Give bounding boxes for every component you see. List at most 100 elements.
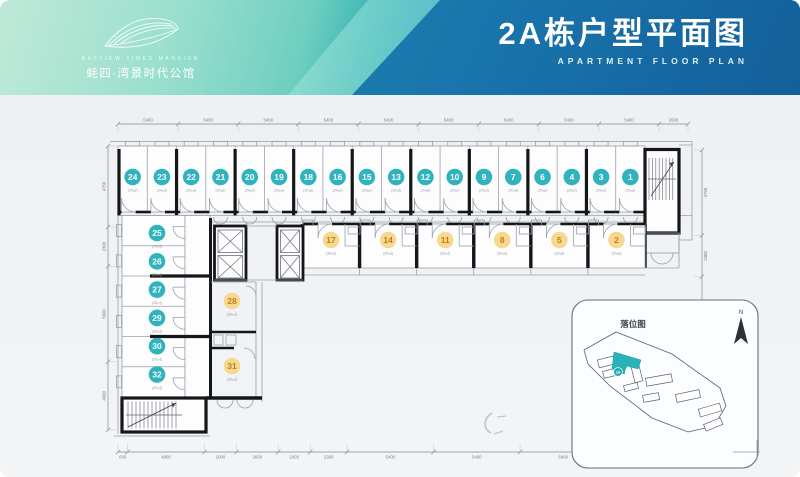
unit-marker: 24(20㎡) (124, 168, 141, 193)
unit-number: 31 (227, 361, 237, 371)
lobby-box (530, 219, 542, 226)
unit-number: 18 (304, 172, 314, 182)
balcony-scallop (213, 216, 228, 225)
unit-marker: 27(20㎡) (148, 281, 166, 305)
elevator-shaft (280, 229, 300, 253)
dim-label: 5400 (564, 118, 574, 123)
unit-marker: 20(20㎡) (241, 168, 259, 193)
unit-marker: 17(30㎡) (322, 231, 340, 256)
unit-circle (148, 366, 166, 383)
unit-circle (212, 168, 229, 186)
dim-label: 5400 (472, 455, 482, 460)
door-arc (589, 197, 605, 213)
door-arc (488, 223, 504, 239)
door-arc (245, 285, 257, 297)
unit-circle (148, 337, 166, 355)
unit-circle (241, 168, 259, 186)
logo-tagline: BAYVIEW TIMES MANSION (81, 56, 201, 62)
unit-circle (446, 168, 463, 186)
window-box (388, 141, 404, 147)
unit-number: 21 (216, 172, 226, 182)
door-arc (150, 197, 165, 213)
dim-label: 5400 (624, 118, 634, 123)
unit-marker: 12(20㎡) (417, 168, 434, 193)
unit-area: (30㎡) (227, 377, 237, 382)
unit-number: 6 (540, 172, 545, 182)
door-arc (472, 197, 487, 213)
door-arc (501, 197, 517, 213)
window-box (622, 141, 638, 147)
unit-number: 3 (599, 172, 604, 182)
unit-number: 30 (152, 341, 162, 351)
unit-circle (504, 168, 522, 186)
unit-marker: 31 (30㎡) (223, 357, 241, 382)
window-box (125, 141, 141, 147)
fixture (461, 226, 475, 235)
unit-marker: 5(30㎡) (551, 231, 568, 256)
unit-marker: 19(20㎡) (270, 168, 288, 193)
dim-label: 4750 (102, 181, 107, 191)
unit-number: 27 (152, 285, 162, 295)
dim-label: 2000 (216, 455, 226, 460)
door-arc (267, 197, 283, 213)
unit-circle (148, 309, 166, 327)
corner-marks (733, 440, 760, 459)
unit-number: 12 (421, 172, 431, 182)
window-box (447, 141, 463, 147)
unit-number: 1 (628, 172, 633, 182)
unit-circle (622, 168, 639, 186)
inset-title: 落位图 (620, 319, 646, 329)
highlighted-building-marker (613, 367, 623, 377)
dim-label: 4750 (703, 187, 708, 197)
window-box (505, 141, 521, 147)
unit-number: 2 (614, 235, 619, 245)
unit-area: (20㎡) (538, 188, 548, 193)
unit-circle (563, 168, 581, 186)
dim-label: 2600 (253, 455, 263, 460)
window-box (359, 141, 375, 147)
unit-area: (20㎡) (274, 188, 284, 193)
unit-markers: 24(20㎡)23(20㎡)22(20㎡)21(20㎡)20(20㎡)19(20… (124, 168, 639, 390)
window-box (116, 284, 122, 298)
unit-number: 16 (333, 172, 343, 182)
stair-arrow (650, 161, 675, 197)
page-subtitle: APARTMENT FLOOR PLAN (557, 55, 748, 66)
unit-circle (300, 168, 317, 186)
elevator-x (217, 255, 243, 279)
unit-number: 32 (152, 370, 162, 380)
door-arc (172, 347, 186, 361)
unit-area: (30㎡) (497, 251, 507, 256)
fixture (633, 226, 646, 235)
unit-number: 4 (569, 172, 574, 182)
unit-number: 26 (152, 256, 162, 266)
dim-label: 2600 (669, 118, 679, 123)
logo-shell-icon (104, 18, 179, 48)
duct (225, 334, 237, 346)
entrance-canopy (650, 252, 674, 265)
window-box (476, 141, 492, 147)
floorplan-area: 24(20㎡)23(20㎡)22(20㎡)21(20㎡)20(20㎡)19(20… (0, 95, 800, 477)
unit-marker: 18(20㎡) (300, 168, 317, 193)
unit-circle (358, 168, 376, 186)
window-box (154, 141, 170, 147)
fixture (518, 226, 532, 235)
stair-arrow (127, 402, 177, 428)
elevator-x (280, 255, 300, 279)
dim-label: 2300 (324, 455, 334, 460)
floorplan-svg: 24(20㎡)23(20㎡)22(20㎡)21(20㎡)20(20㎡)19(20… (102, 118, 760, 469)
unit-number: 11 (441, 235, 450, 245)
door-arc (172, 256, 186, 270)
header-blue-panel (352, 0, 800, 95)
door-arc (603, 223, 618, 239)
unit-number: 22 (186, 172, 196, 182)
door-arc (384, 197, 400, 213)
unit-circle (379, 231, 397, 249)
balcony-scallop (242, 216, 258, 225)
unit-number: 5 (557, 235, 562, 245)
unit-marker: 22(20㎡) (182, 168, 200, 193)
unit-area: (20㎡) (128, 188, 138, 193)
window-box (213, 141, 228, 147)
north-arrow-icon (734, 317, 748, 344)
